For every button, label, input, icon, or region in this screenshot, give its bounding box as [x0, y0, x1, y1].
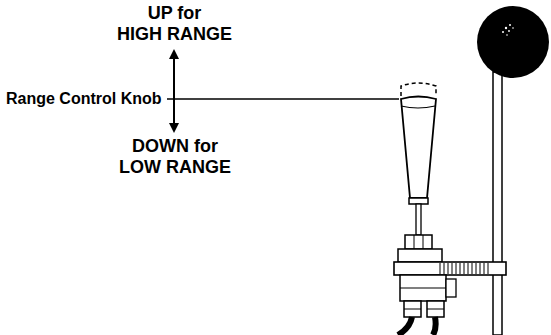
down-arrow [173, 105, 175, 128]
lock-nut [405, 235, 432, 249]
range-direction-label: DOWN for LOW RANGE [119, 136, 231, 178]
ball-highlight [502, 24, 514, 36]
rod [493, 72, 502, 335]
up-arrow [173, 54, 175, 75]
arrow-shaft [173, 74, 175, 106]
hose [433, 317, 436, 335]
lower-block [400, 275, 446, 301]
ball-handle [477, 6, 549, 78]
range-direction-label: UP for HIGH RANGE [117, 3, 232, 45]
knob-collar [409, 198, 428, 204]
leader-line [167, 98, 399, 100]
valve-body [398, 249, 442, 262]
fitting [404, 301, 421, 317]
fitting [427, 301, 444, 317]
knob-high-position [401, 83, 436, 96]
clamp-hatching [440, 263, 488, 274]
side-screw [446, 279, 456, 297]
hose [398, 317, 412, 335]
range-control-knob [401, 97, 436, 199]
part-name: Range Control Knob [6, 88, 162, 109]
clamp-band [394, 262, 506, 275]
knob-ridge [401, 106, 435, 108]
knob-stem [416, 204, 421, 235]
